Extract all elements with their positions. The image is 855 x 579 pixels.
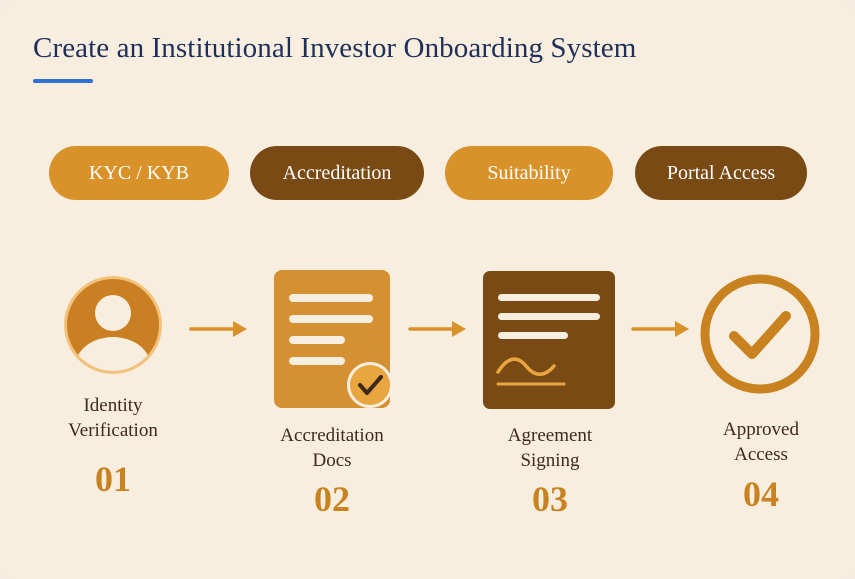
pill-accreditation: Accreditation — [250, 146, 424, 200]
pill-suitability: Suitability — [445, 146, 613, 200]
signed-agreement-icon — [483, 271, 615, 409]
step-4-label-line1: Approved — [723, 419, 799, 440]
pill-kyc-kyb: KYC / KYB — [49, 146, 229, 200]
arrow-3-to-4 — [631, 321, 689, 337]
pill-portal-access: Portal Access — [635, 146, 807, 200]
step-4-label-line2: Access — [734, 444, 788, 465]
arrow-2-to-3 — [408, 321, 466, 337]
step-3-label-line1: Agreement — [507, 425, 593, 446]
step-1-label: Identity Verification — [33, 393, 193, 443]
approved-check-icon — [700, 274, 820, 394]
step-2-number: 02 — [314, 479, 350, 519]
checked-document-icon — [274, 270, 393, 408]
user-avatar-icon — [64, 276, 162, 374]
step-3-label: Agreement Signing — [470, 423, 630, 473]
step-2-label-line1: Accreditation — [280, 425, 384, 446]
arrow-1-to-2 — [189, 321, 247, 337]
step-4-label: Approved Access — [681, 417, 841, 467]
step-1-label-line2: Verification — [68, 420, 158, 441]
page-title: Create an Institutional Investor Onboard… — [33, 32, 637, 64]
step-4-number: 04 — [743, 474, 779, 514]
step-2-label: Accreditation Docs — [252, 423, 412, 473]
step-2-label-line2: Docs — [312, 450, 352, 471]
step-1-number: 01 — [95, 459, 131, 499]
step-3-label-line2: Signing — [520, 450, 580, 471]
step-3-number: 03 — [532, 479, 568, 519]
step-1-label-line1: Identity — [83, 395, 143, 416]
title-underline — [33, 79, 93, 83]
